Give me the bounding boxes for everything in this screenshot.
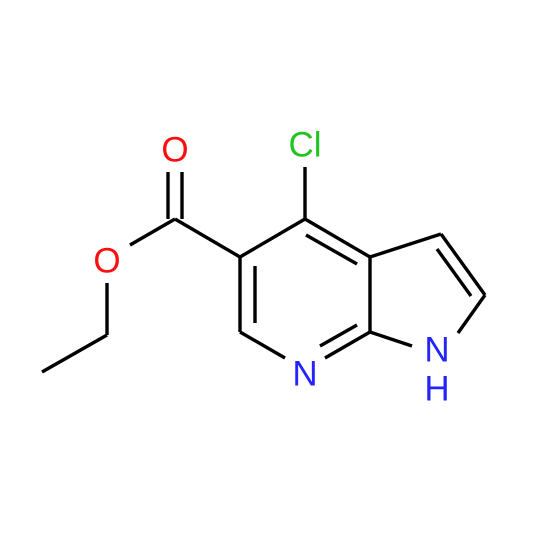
bond-c5-c4: [239, 217, 306, 259]
bond-carbonyl-carbon-c5: [174, 217, 241, 259]
carbonyl-oxygen-atom-label: O: [161, 131, 188, 170]
bond-c2-n1: [456, 294, 487, 334]
bond-n7-c6: [239, 330, 286, 360]
bond-o-ester-carbonyl-carbon: [129, 217, 176, 247]
bond-ch3-ch2: [41, 333, 108, 374]
bond-c3a-c3: [369, 232, 442, 259]
bond-c3-c2-inner: [435, 248, 473, 297]
pyrrole-nitrogen-hydrogen-label: H: [424, 370, 449, 409]
bond-c4-c3a-inner: [305, 233, 358, 266]
ester-oxygen-atom-label: O: [93, 242, 120, 281]
pyrrole-nitrogen-atom-label: N: [424, 331, 449, 370]
bond-c7a-n7-inner: [319, 323, 358, 348]
bond-c3-c2: [439, 233, 487, 296]
bond-c7a-n7: [324, 330, 371, 360]
bond-c4-c3a: [304, 217, 371, 259]
bond-n1-c7a: [369, 330, 413, 348]
chlorine-atom-label: Cl: [288, 126, 321, 165]
pyridine-nitrogen-atom-label: N: [292, 355, 317, 394]
